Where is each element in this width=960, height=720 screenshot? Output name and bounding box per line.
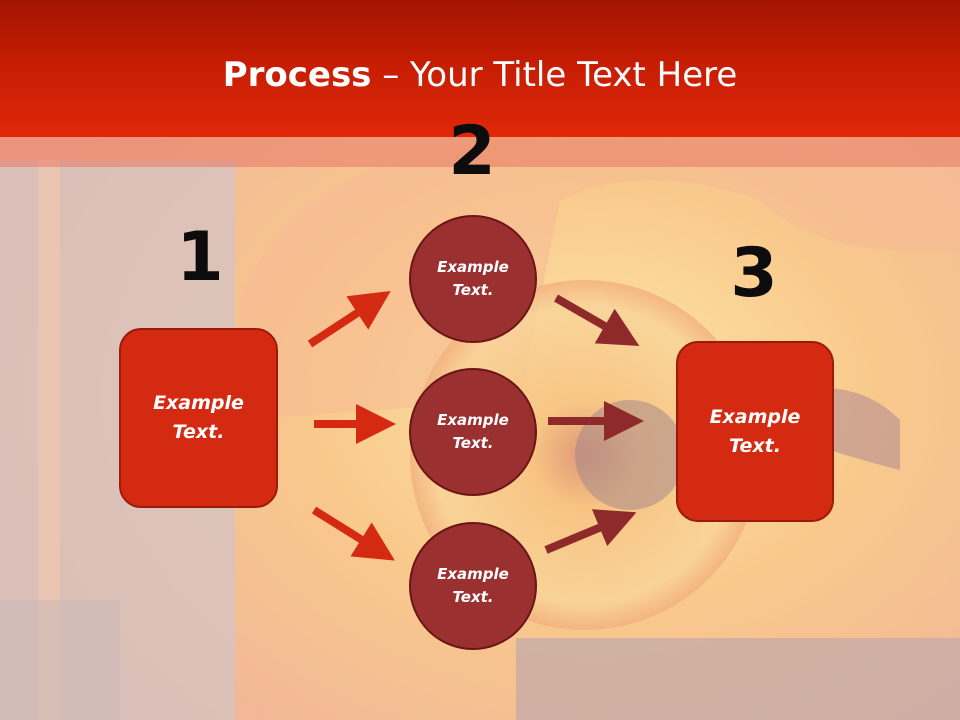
arrow-1-to-bottom <box>311 506 395 561</box>
slide-title: Process – Your Title Text Here <box>0 52 960 98</box>
title-bar-band <box>0 137 960 167</box>
title-rest: – Your Title Text Here <box>371 55 738 95</box>
title-bold: Process <box>222 55 372 95</box>
step-number-3: 3 <box>730 234 778 313</box>
step-number-2: 2 <box>448 112 496 191</box>
step-2-circle-bottom: Example Text. <box>409 522 537 650</box>
arrow-top-to-3 <box>554 294 640 346</box>
title-bar <box>0 0 960 137</box>
step-2-circle-middle: Example Text. <box>409 368 537 496</box>
arrow-1-to-top <box>307 291 391 348</box>
step-number-1: 1 <box>176 218 224 297</box>
arrow-bottom-to-3 <box>544 509 637 554</box>
step-3-box: Example Text. <box>676 341 834 522</box>
step-1-box: Example Text. <box>119 328 278 508</box>
step-2-circle-top: Example Text. <box>409 215 537 343</box>
